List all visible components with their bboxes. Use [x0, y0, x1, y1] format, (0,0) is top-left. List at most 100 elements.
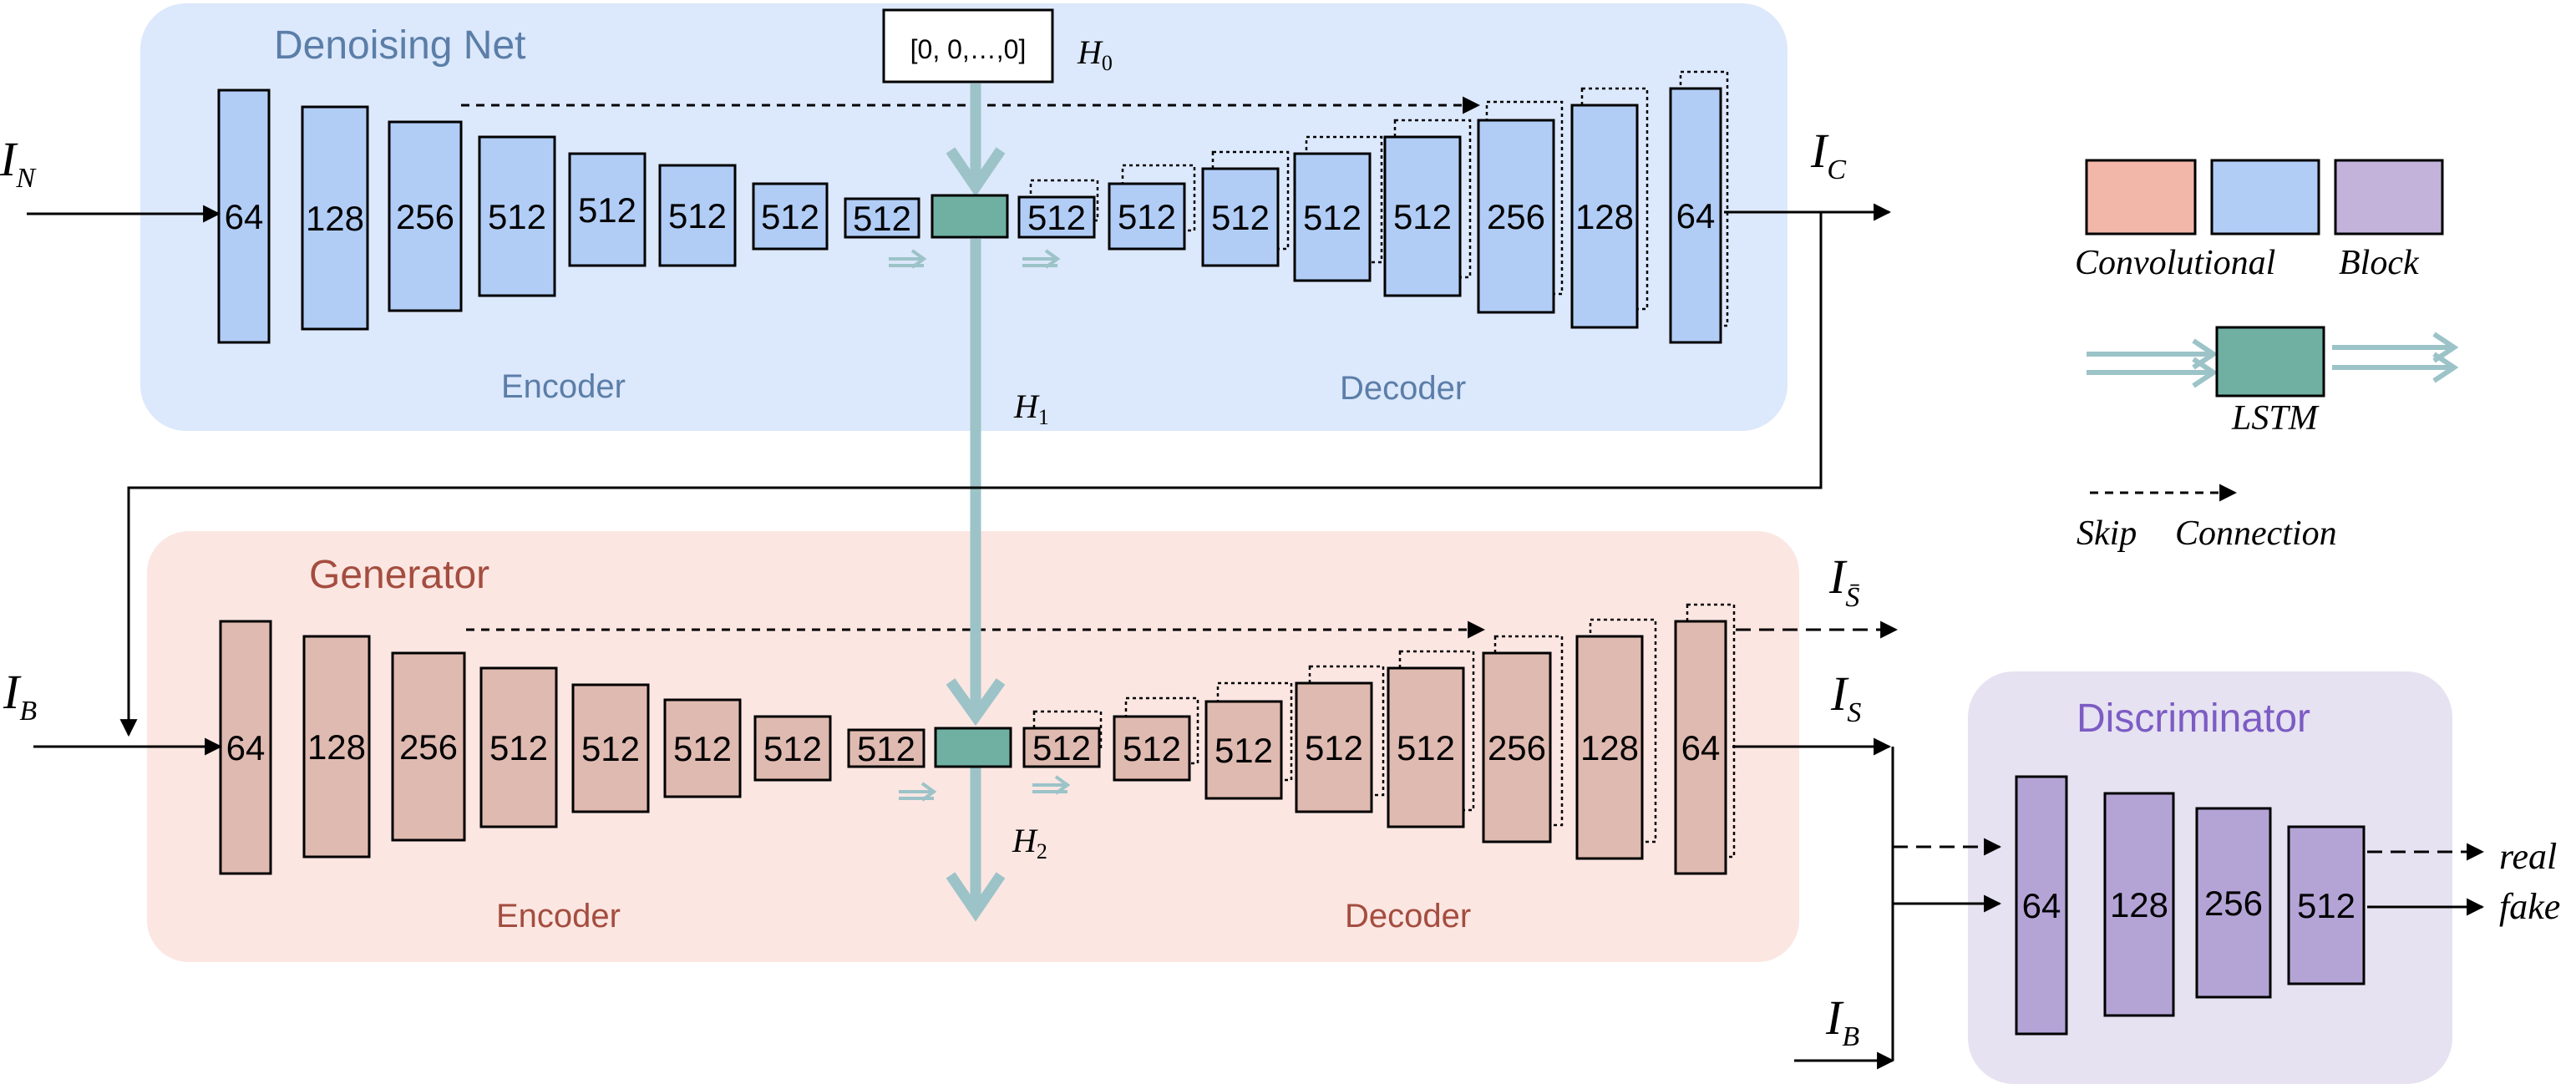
h0-vector-text: [0, 0,…,0]	[910, 34, 1027, 64]
generator-encoder-block-6	[663, 698, 742, 798]
denoising-decoder-block-3	[1201, 167, 1280, 267]
generator-encoder-block-label-6: 512	[673, 729, 732, 768]
denoising-decoder-block-1	[1017, 195, 1096, 239]
legend-conv-word1: Convolutional	[2075, 244, 2275, 282]
discriminator-block-4	[2287, 825, 2366, 985]
denoising-encoder-block-label-2: 128	[306, 199, 364, 238]
generator-decoder-block-label-2: 512	[1123, 729, 1181, 768]
generator-encoder-block-4	[479, 666, 558, 828]
denoising-encoder-block-label-3: 256	[396, 197, 454, 236]
output-isbar-label: IS̄	[1828, 550, 1860, 613]
denoising-decoder-block-label-4: 512	[1303, 198, 1362, 237]
fake-label: fake	[2499, 886, 2560, 927]
generator-decoder-skip-copy-4	[1308, 665, 1385, 797]
generator-decoder-skip-copy-1	[1032, 710, 1103, 752]
legend-conv-blue	[2210, 159, 2320, 236]
denoising-encoder-block-label-1: 64	[225, 197, 264, 236]
denoising-decoder-block-7	[1570, 104, 1639, 329]
denoising-decoder-block-label-8: 64	[1676, 196, 1716, 236]
legend-skip-word2: Connection	[2175, 514, 2337, 553]
denoising-decoder-block-label-6: 256	[1487, 197, 1545, 236]
legend-lstm-arrows	[2087, 332, 2459, 388]
denoising-decoder-block-6	[1477, 119, 1555, 314]
generator-encoder-block-label-4: 512	[489, 728, 548, 767]
generator-encoder-block-label-7: 512	[763, 729, 822, 768]
generator-encoder-block-label-8: 512	[857, 729, 915, 768]
denoising-decoder-block-label-2: 512	[1118, 197, 1176, 236]
generator-encoder-block-label-1: 64	[226, 728, 266, 767]
generator-decoder-block-7	[1575, 635, 1644, 860]
h1-label: H1	[1013, 387, 1049, 429]
generator-encoder-block-7	[753, 715, 832, 782]
denoising-decoder: 512 512 512 512 512 256 128 64	[1017, 70, 1729, 344]
discriminator-block-1	[2015, 775, 2068, 1036]
generator-encoder-block-3	[391, 651, 466, 842]
h2-label: H2	[1012, 822, 1047, 864]
denoising-decoder-block-label-7: 128	[1575, 197, 1634, 236]
h0-label: H0	[1077, 33, 1113, 75]
denoising-encoder-label: Encoder	[501, 368, 626, 405]
denoising-encoder-block-label-4: 512	[488, 197, 546, 236]
denoising-decoder-block-label-3: 512	[1211, 198, 1270, 237]
denoising-decoder-block-label-1: 512	[1027, 198, 1086, 237]
denoising-encoder-block-3	[388, 120, 463, 312]
ic-to-generator-path	[119, 212, 1823, 737]
discriminator-block-label-4: 512	[2297, 886, 2355, 925]
generator-decoder-block-1	[1022, 727, 1101, 768]
denoising-encoder-block-5	[568, 152, 647, 267]
generator-decoder-label: Decoder	[1345, 898, 1471, 935]
discriminator-block-label-3: 256	[2204, 884, 2263, 923]
discriminator-ib-label: IB	[1825, 990, 1859, 1052]
generator-encoder-block-2	[302, 635, 371, 859]
input-ib-label: IB	[3, 665, 37, 727]
generator-decoder-block-label-5: 512	[1397, 728, 1455, 767]
generator-decoder-block-3	[1204, 700, 1283, 800]
generator-encoder-block-1	[219, 620, 272, 875]
denoising-decoder-block-8	[1669, 87, 1722, 344]
generator-encoder-block-label-3: 256	[399, 727, 458, 767]
denoising-decoder-block-label-5: 512	[1393, 197, 1452, 236]
discriminator-block-3	[2195, 807, 2272, 999]
discriminator-block-label-1: 64	[2022, 886, 2061, 925]
denoising-encoder-block-label-7: 512	[761, 197, 819, 236]
legend-conv-pink	[2085, 159, 2197, 236]
input-in-label: IN	[0, 132, 37, 194]
generator-decoder-block-label-4: 512	[1305, 728, 1363, 767]
denoising-encoder-block-label-6: 512	[668, 196, 727, 236]
denoising-title: Denoising Net	[274, 23, 526, 68]
h0-vector-box	[882, 8, 1054, 84]
output-ic-label: IC	[1810, 124, 1846, 185]
denoising-encoder-block-6	[658, 164, 737, 267]
generator-decoder-block-label-1: 512	[1032, 728, 1091, 767]
output-is-label: IS	[1830, 666, 1861, 728]
generator-encoder-block-8	[847, 728, 925, 768]
denoising-lstm-block	[931, 194, 1009, 239]
denoising-encoder-block-label-8: 512	[853, 199, 911, 238]
generator-decoder-block-2	[1113, 715, 1191, 782]
generator-encoder-block-label-2: 128	[307, 727, 366, 767]
discriminator-blocks: 64 128 256 512	[2015, 775, 2366, 1036]
discriminator-title: Discriminator	[2077, 696, 2310, 741]
legend-lstm-label: LSTM	[2231, 399, 2320, 438]
denoising-encoder-block-8	[844, 197, 920, 239]
h2-arrowhead	[946, 872, 1006, 922]
generator-decoder-block-5	[1387, 666, 1465, 828]
h0-arrowhead	[946, 147, 1006, 197]
real-label: real	[2499, 836, 2557, 877]
denoising-encoder-block-label-5: 512	[578, 190, 636, 230]
generator-encoder: 64 128 256 512 512 512 512 512	[219, 620, 925, 875]
legend-lstm-block	[2215, 326, 2325, 398]
generator-decoder-block-label-7: 128	[1580, 728, 1639, 767]
generator-encoder-block-label-5: 512	[581, 729, 640, 768]
denoising-decoder-block-5	[1383, 135, 1462, 297]
generator-decoder-block-4	[1295, 681, 1373, 813]
generator-decoder-block-label-3: 512	[1214, 731, 1273, 770]
denoising-encoder-block-4	[478, 135, 556, 297]
generator-decoder-block-label-8: 64	[1681, 728, 1721, 767]
discriminator-block-label-2: 128	[2110, 885, 2168, 924]
generator-lstm-side-arrows	[899, 775, 1071, 802]
denoising-encoder-block-2	[301, 105, 369, 331]
legend-conv-word2: Block	[2339, 244, 2420, 282]
